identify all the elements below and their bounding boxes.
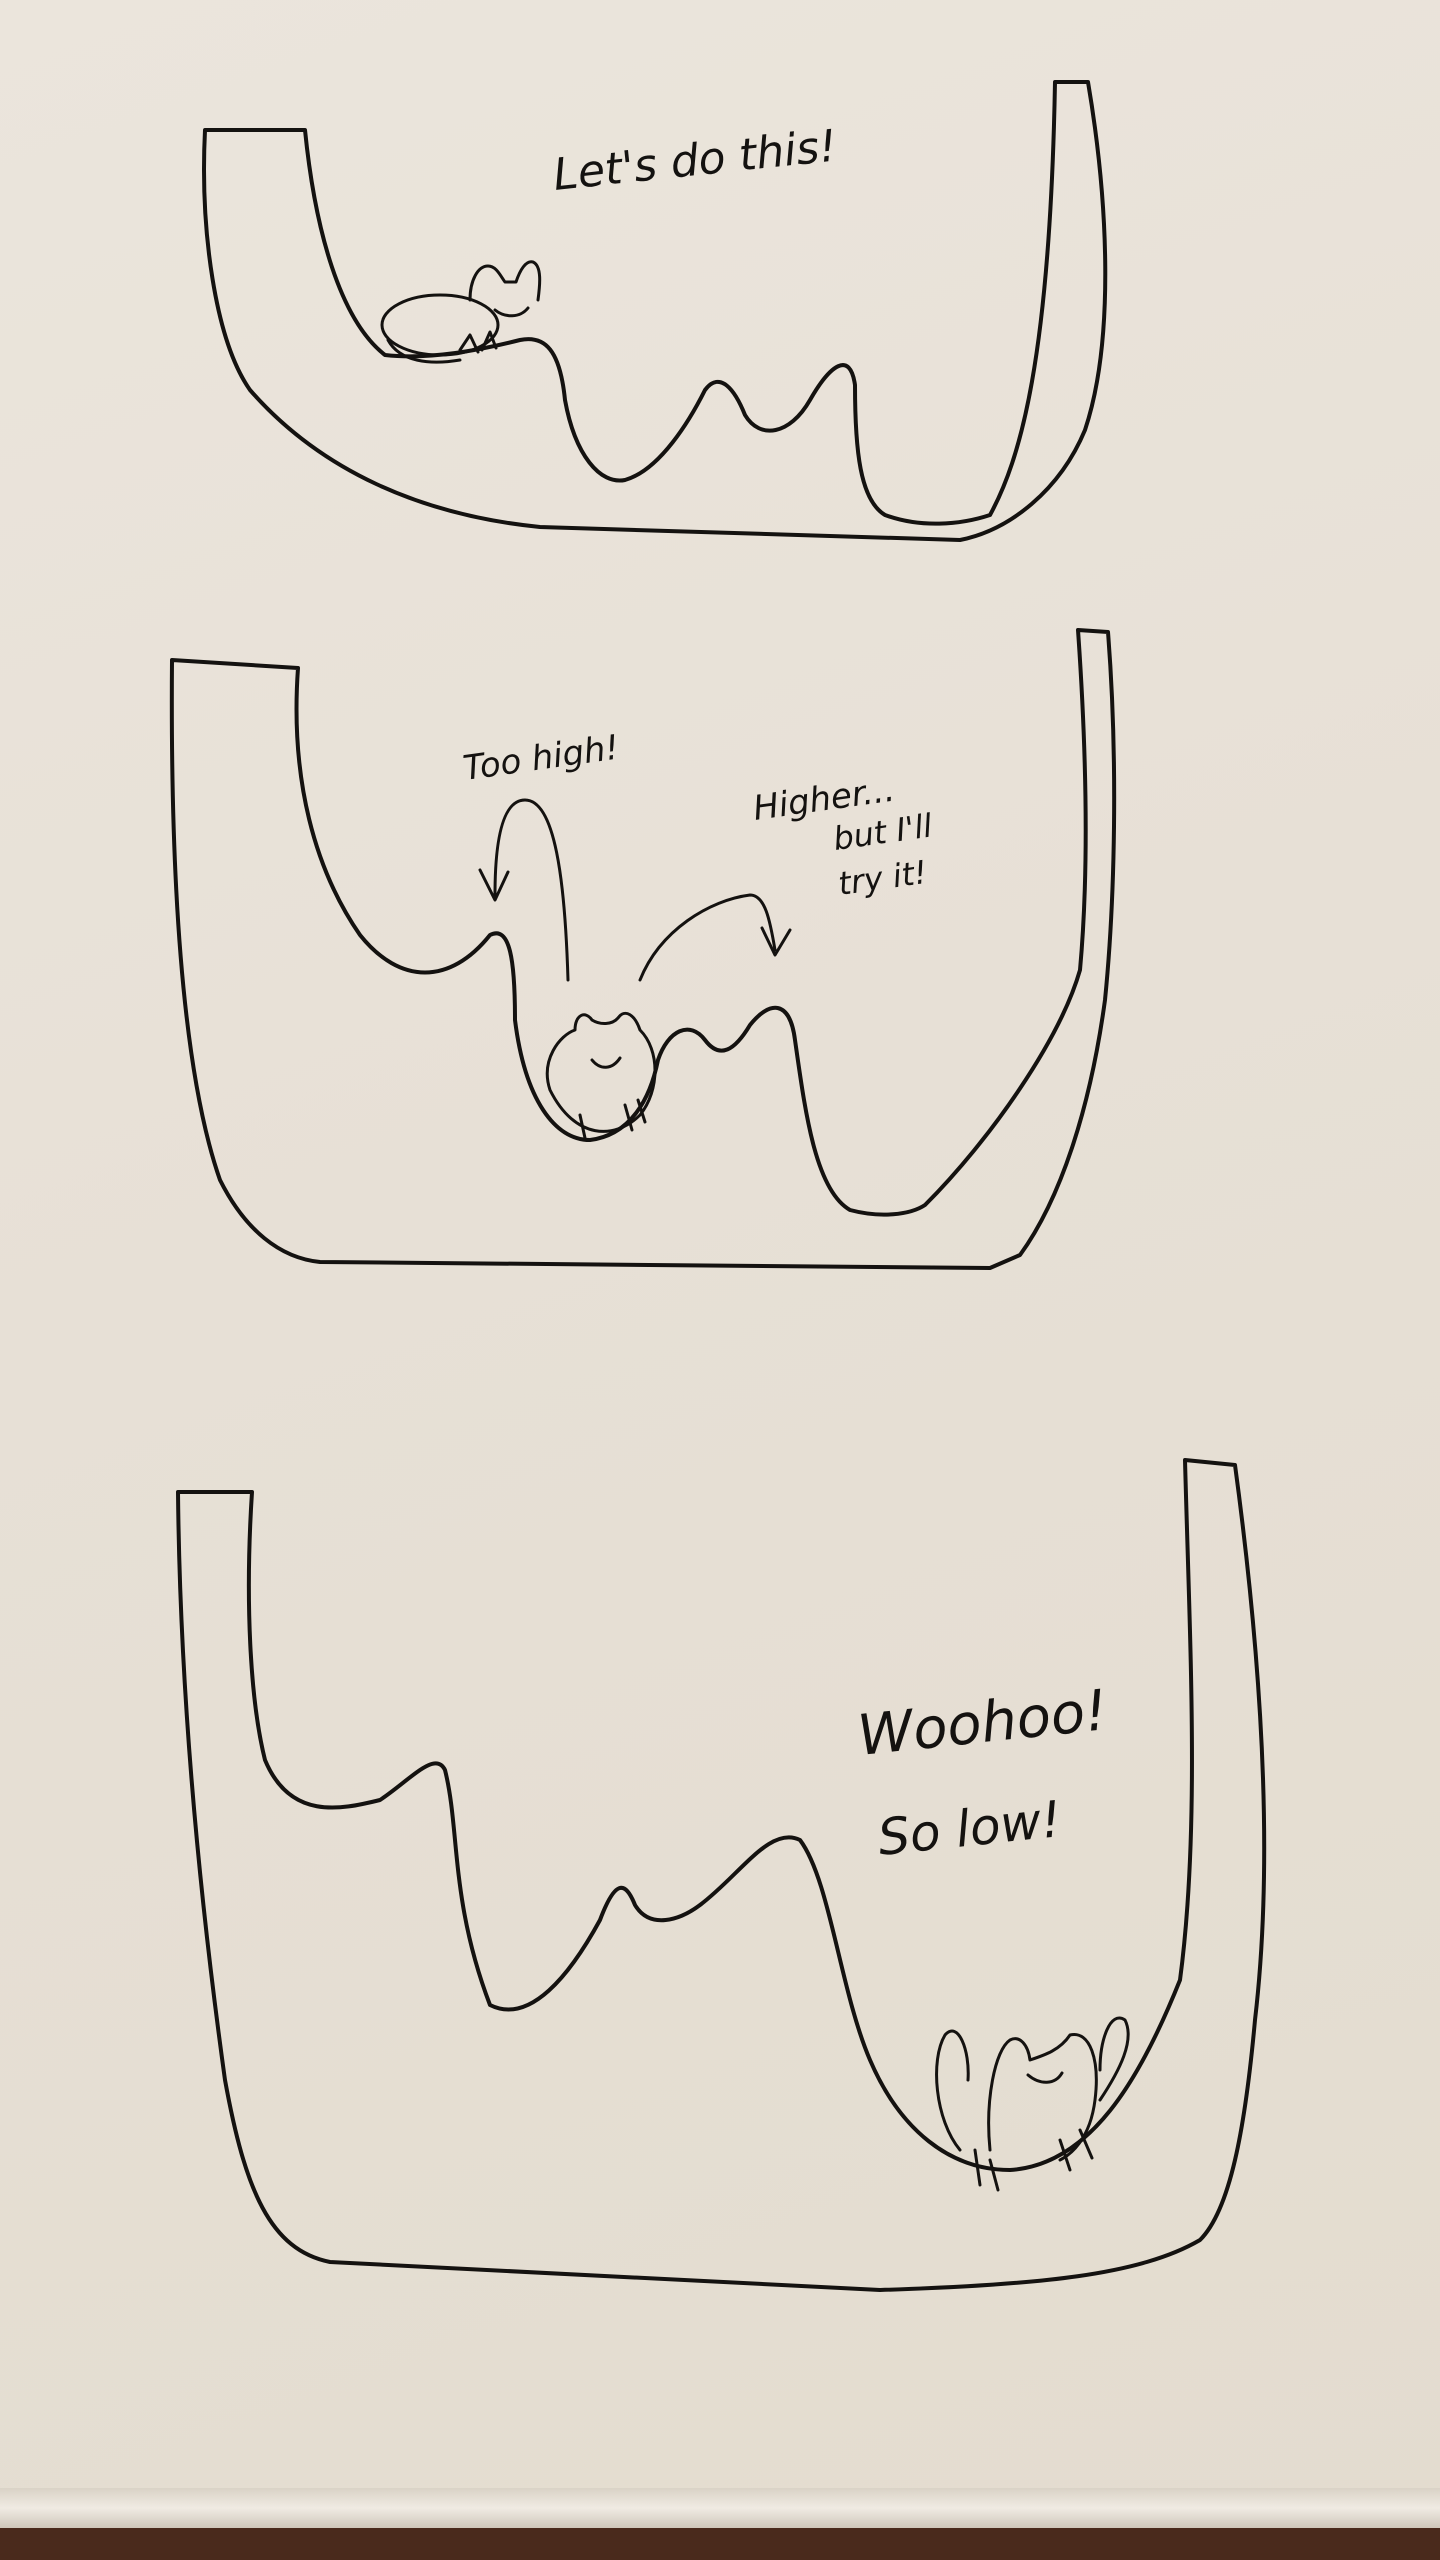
panel-2-bowl-outer	[169, 628, 1117, 1270]
frog-icon	[935, 2016, 1130, 2192]
panel-3: Woohoo! So low!	[176, 1458, 1267, 2292]
frog-icon	[380, 260, 542, 364]
panel-3-caption-so-low: So low!	[875, 1790, 1064, 1867]
panel-1-bowl-outer	[202, 80, 1108, 542]
panel-2-caption-too-high: Too high!	[461, 727, 622, 788]
panel-1-caption: Let's do this!	[551, 120, 839, 200]
arrow-icon	[478, 798, 570, 982]
arrow-icon	[638, 893, 792, 982]
panel-3-caption-woohoo: Woohoo!	[855, 1678, 1111, 1769]
panel-2: Too high! Higher... but I'll try it!	[169, 628, 1117, 1270]
panel-3-bowl-outer	[176, 1458, 1267, 2292]
frog-icon	[545, 1011, 657, 1140]
panel-1: Let's do this!	[202, 80, 1108, 542]
panel-2-caption-try-it: try it!	[836, 853, 929, 903]
paper-edge	[0, 2488, 1440, 2528]
